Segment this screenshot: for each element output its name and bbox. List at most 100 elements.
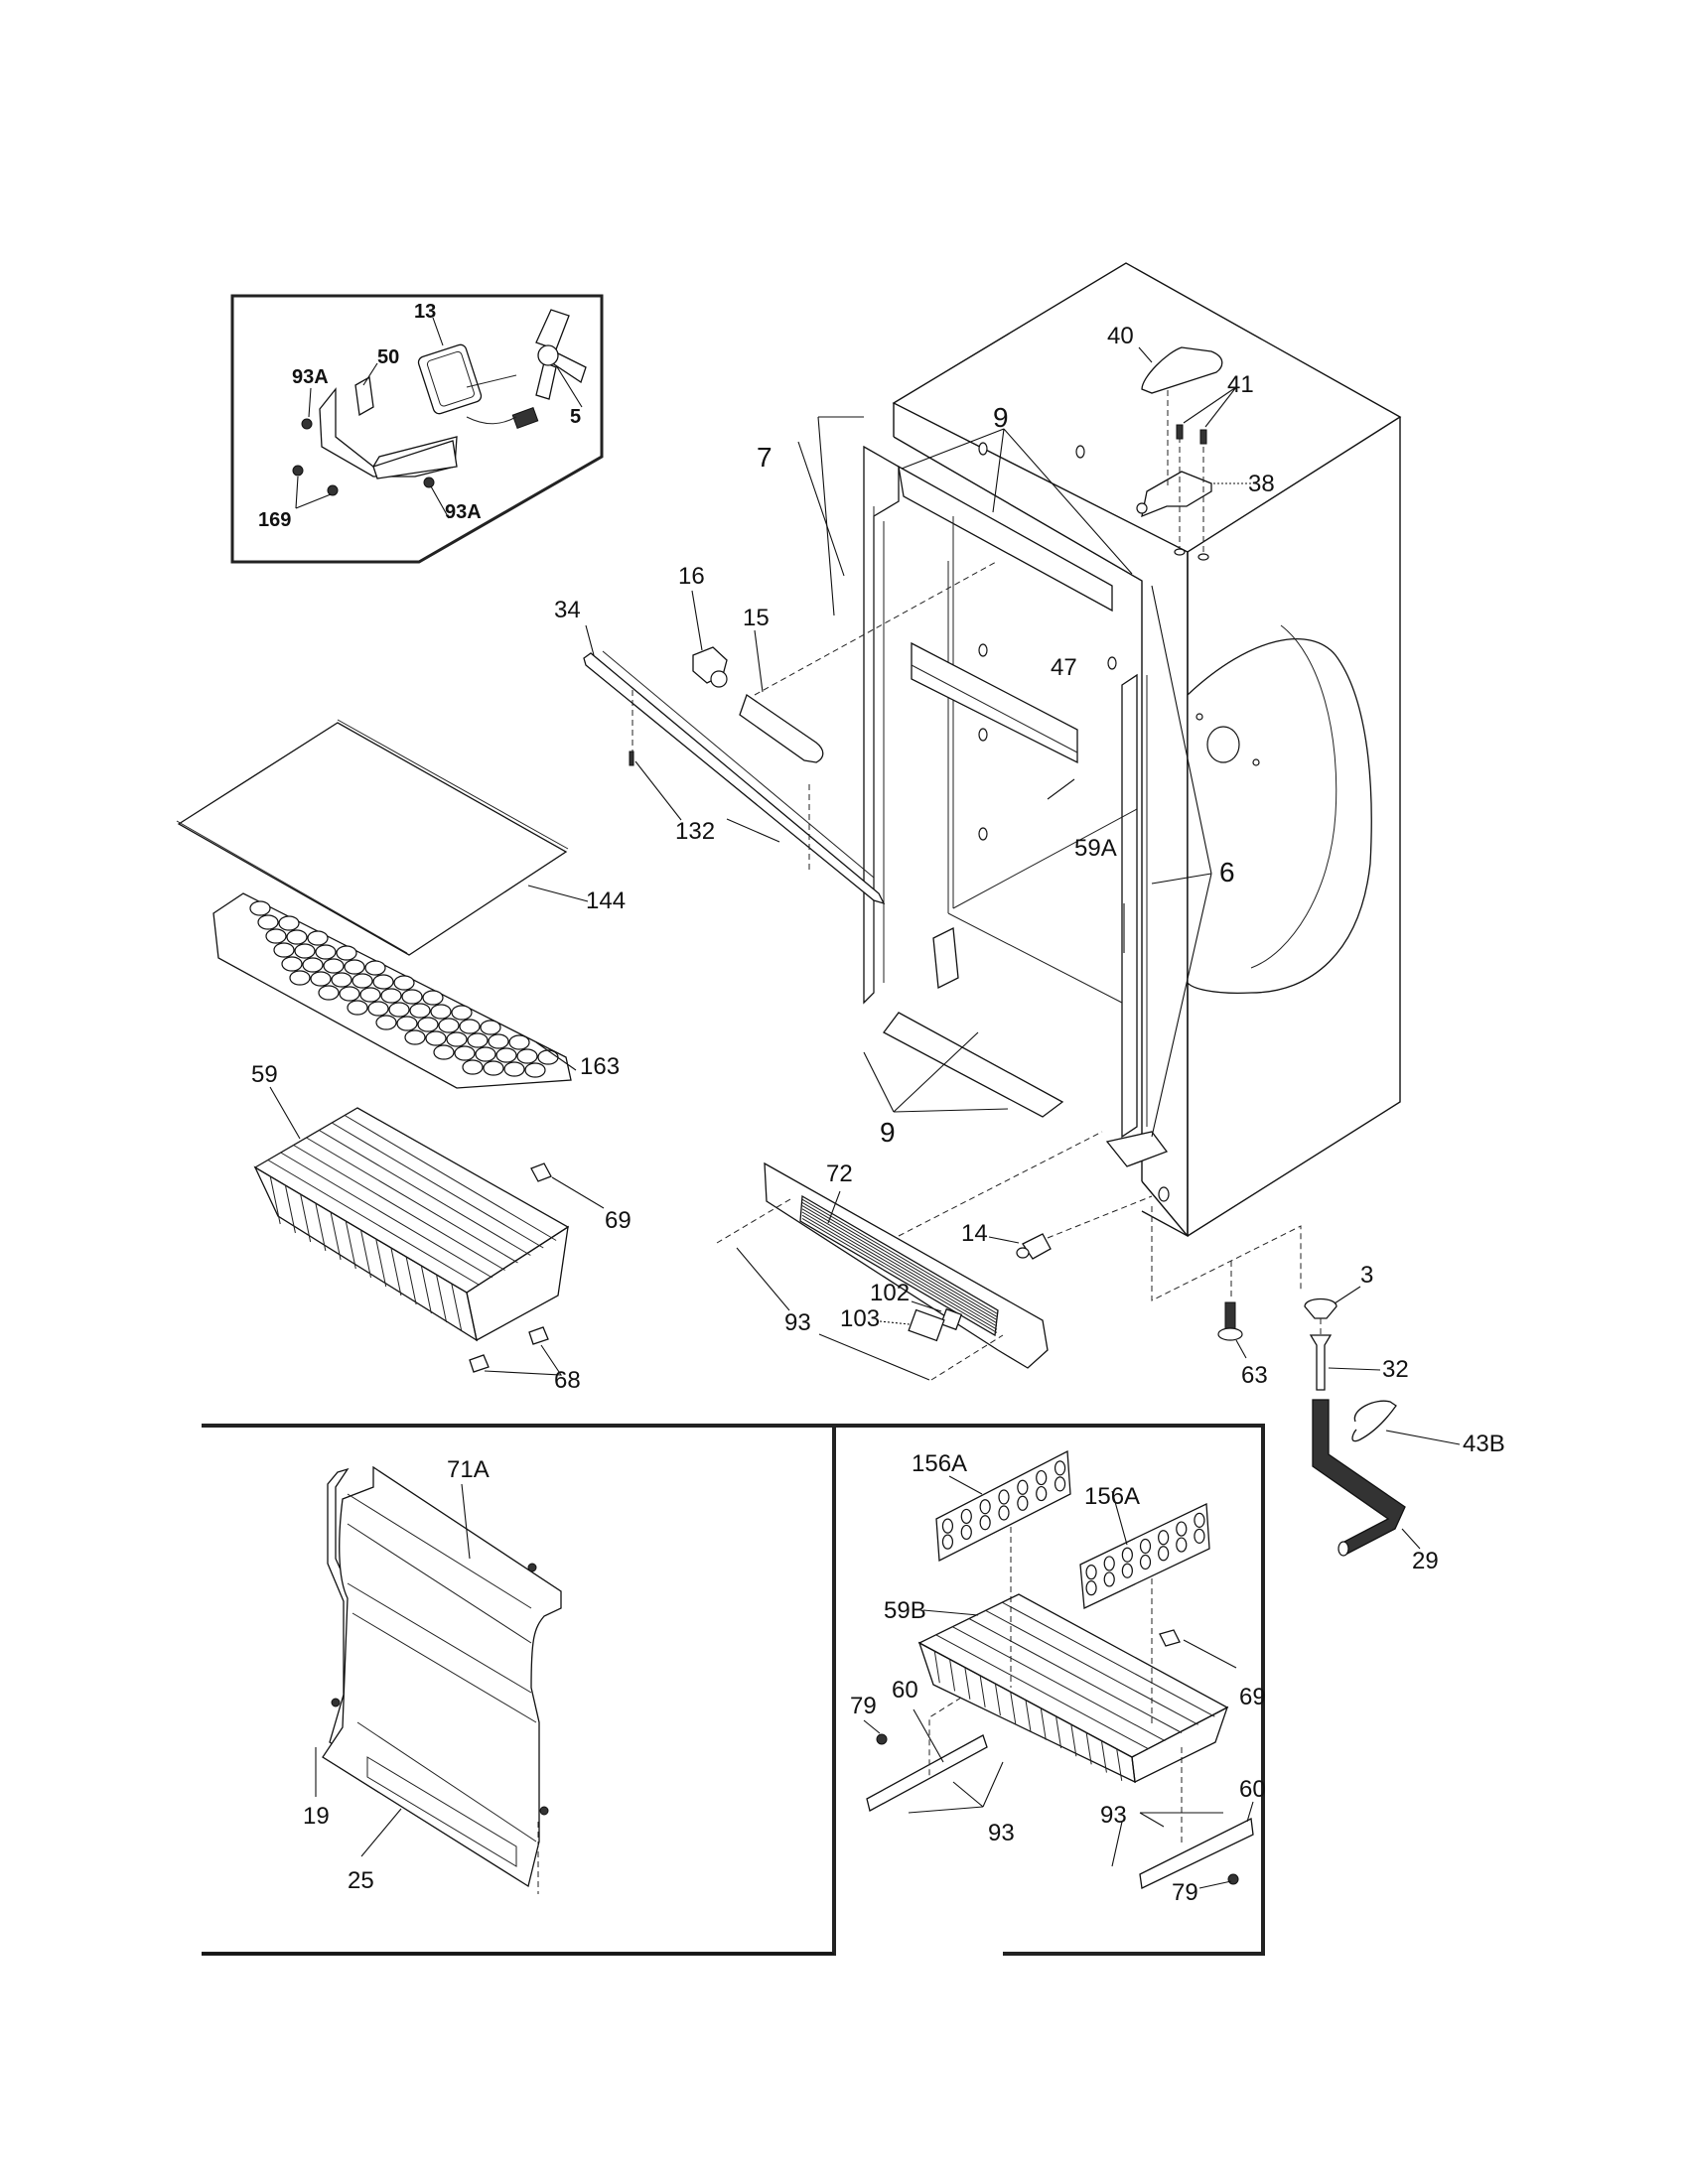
side-housing xyxy=(1187,624,1372,994)
label-43B: 43B xyxy=(1463,1431,1505,1457)
basket-wire xyxy=(269,1175,281,1225)
light-bulb-15 xyxy=(739,693,824,763)
tray-hole xyxy=(495,1047,517,1063)
back-panel-25 xyxy=(322,1465,562,1888)
divider-hole xyxy=(1139,1554,1152,1570)
divider-hole xyxy=(998,1489,1010,1505)
label-79-left: 79 xyxy=(850,1693,877,1719)
label-93-left: 93 xyxy=(988,1820,1015,1846)
label-156A-right: 156A xyxy=(1084,1483,1140,1510)
label-34: 34 xyxy=(554,597,581,623)
tray-hole xyxy=(388,1002,410,1018)
tray-hole xyxy=(294,943,316,959)
tray-hole xyxy=(347,1000,368,1016)
basket-wires xyxy=(267,1115,557,1332)
shelf-and-tray: 144 163 xyxy=(176,719,626,1089)
tray-hole xyxy=(257,914,279,930)
tray-hole xyxy=(537,1049,559,1065)
tray-hole xyxy=(508,1034,530,1050)
basket-wire xyxy=(1085,1732,1092,1765)
tray-hole xyxy=(480,1020,501,1035)
basket-wire xyxy=(985,1609,1198,1725)
tray-hole xyxy=(433,1044,455,1060)
divider-hole xyxy=(1017,1479,1029,1495)
label-41: 41 xyxy=(1227,371,1254,398)
shelf-rail-47 xyxy=(911,641,1078,764)
drain-assembly: 3 32 43B 29 xyxy=(1304,1262,1505,1574)
label-71A: 71A xyxy=(447,1456,490,1483)
label-9-bottom: 9 xyxy=(880,1117,896,1148)
divider-hole xyxy=(1158,1530,1170,1546)
basket-wire xyxy=(994,1683,1001,1716)
divider-hole xyxy=(1085,1580,1097,1596)
tray-hole xyxy=(249,900,271,916)
tray-hole xyxy=(375,1015,397,1030)
light-shield-34 xyxy=(583,652,886,905)
basket-wire xyxy=(315,1202,327,1252)
label-69: 69 xyxy=(605,1207,632,1234)
label-plate-103 xyxy=(908,1308,945,1342)
bracket-tab xyxy=(354,375,374,417)
label-50: 50 xyxy=(377,346,399,368)
label-93A-bottom: 93A xyxy=(445,501,482,523)
basket-wire xyxy=(1040,1707,1047,1740)
basket-wire xyxy=(1070,1724,1077,1757)
label-68: 68 xyxy=(554,1367,581,1394)
fan-motor xyxy=(417,343,539,429)
clip-68-a xyxy=(469,1354,490,1373)
label-59: 59 xyxy=(251,1061,278,1088)
tray-hole xyxy=(524,1062,546,1078)
label-79-right: 79 xyxy=(1172,1879,1198,1906)
basket-wire xyxy=(1116,1748,1123,1781)
divider-hole xyxy=(1176,1521,1188,1537)
label-plate-102 xyxy=(939,1307,963,1331)
nut-79-right xyxy=(1227,1873,1239,1885)
basket-wire xyxy=(979,1675,986,1707)
tray-hole xyxy=(417,1017,439,1032)
glass-shelf-144 xyxy=(177,722,568,956)
slide-60-right xyxy=(1139,1818,1254,1889)
grille-slats xyxy=(801,1198,998,1333)
basket-wire xyxy=(420,1265,432,1314)
tray-hole xyxy=(310,971,332,987)
divider-hole xyxy=(1054,1476,1066,1492)
basket-wire xyxy=(1010,1692,1017,1724)
basket-wire xyxy=(935,1634,1149,1750)
basket-wire xyxy=(293,1145,505,1271)
basket-wire xyxy=(375,1238,387,1288)
basket-assembly-inset: 156A 156A 59B 69 79 60 93 93 60 79 xyxy=(850,1449,1266,1906)
label-47: 47 xyxy=(1051,654,1077,681)
drain-plug-3 xyxy=(1304,1297,1337,1319)
back-panel-inset: 71A 19 25 xyxy=(202,1424,1265,1956)
tray-hole xyxy=(339,986,360,1002)
label-5: 5 xyxy=(570,406,581,428)
basket-wire xyxy=(952,1626,1166,1742)
grille-slat xyxy=(801,1201,998,1317)
label-15: 15 xyxy=(743,605,770,631)
tray-hole xyxy=(454,1045,476,1061)
grille-slat xyxy=(801,1198,998,1314)
divider-hole xyxy=(1158,1546,1170,1562)
inset-frame-fan xyxy=(230,294,604,564)
screw-41-a xyxy=(1176,424,1184,440)
tray-hole xyxy=(446,1031,468,1047)
door-switch-14: 14 xyxy=(961,1195,1153,1260)
drain-hose-29 xyxy=(1312,1399,1406,1556)
tray-hole xyxy=(359,987,381,1003)
tray-hole xyxy=(393,975,415,991)
tray-hole xyxy=(475,1046,496,1062)
slide-60-left xyxy=(866,1734,988,1812)
basket-wire xyxy=(344,1115,557,1241)
basket-wire xyxy=(949,1659,956,1692)
label-32: 32 xyxy=(1382,1356,1409,1383)
clip-69-inset xyxy=(1159,1629,1181,1647)
basket-wire xyxy=(451,1283,463,1332)
divider-hole xyxy=(1194,1512,1205,1528)
divider-hole xyxy=(1017,1495,1029,1511)
fan-blade xyxy=(535,309,587,400)
tray-hole xyxy=(409,1003,431,1019)
tray-hole xyxy=(372,974,394,990)
tray-hole xyxy=(265,928,287,944)
clip-69 xyxy=(530,1162,552,1182)
